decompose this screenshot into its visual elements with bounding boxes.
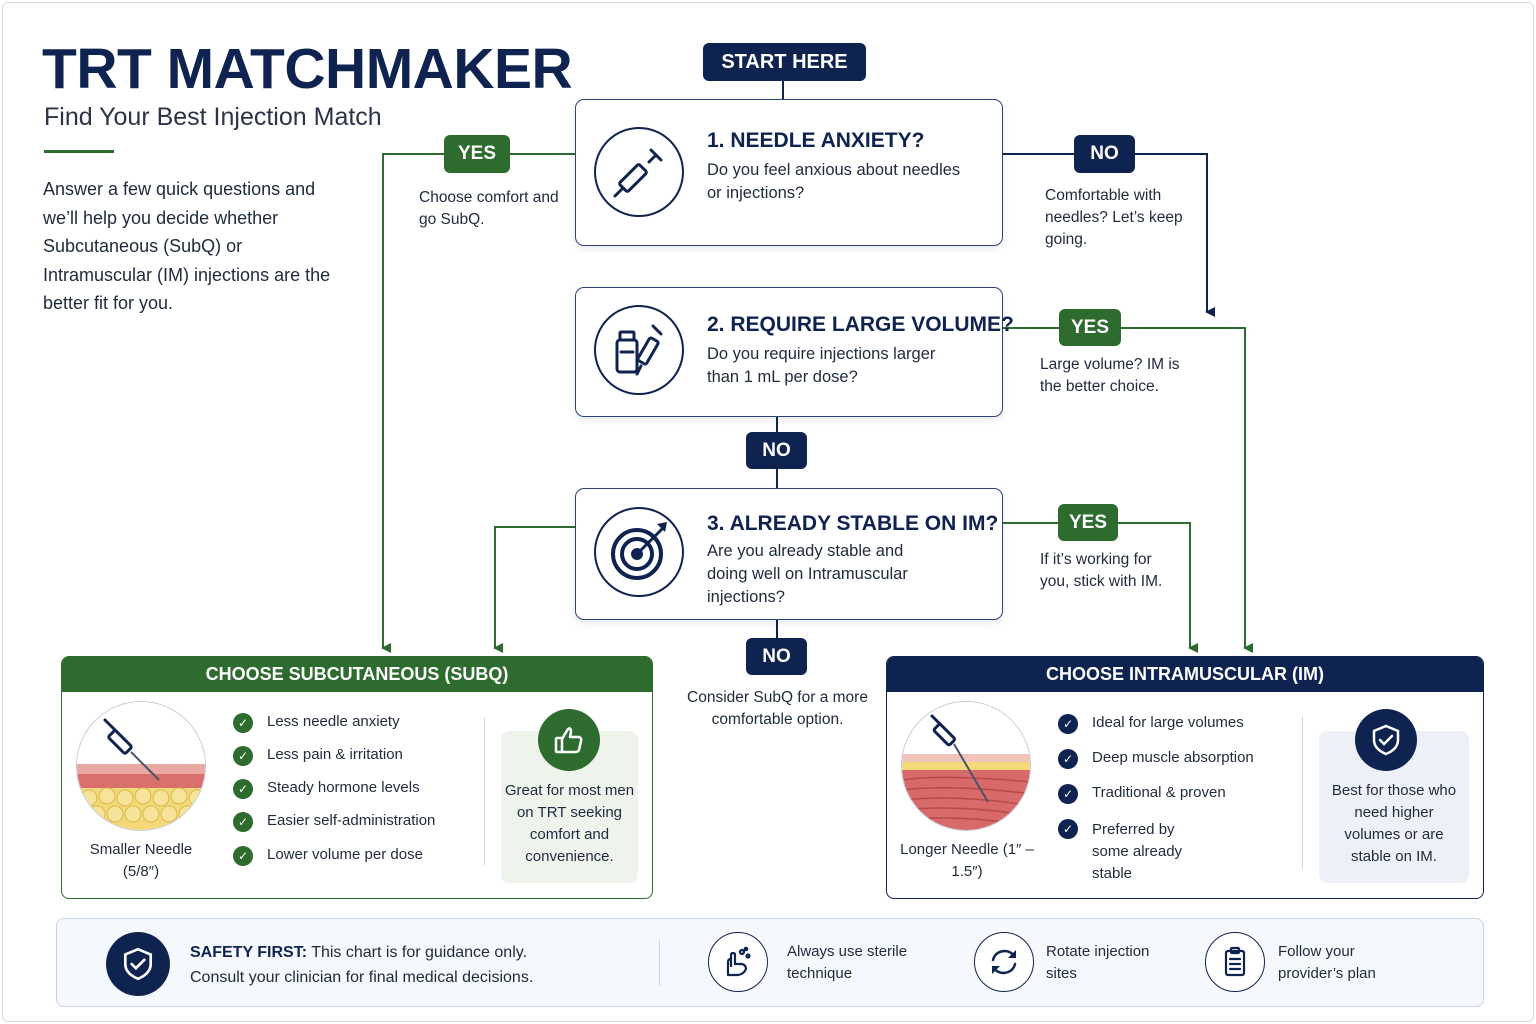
im-side-text: Best for those who need higher volumes o… bbox=[1331, 782, 1457, 865]
check-icon: ✓ bbox=[1058, 819, 1078, 839]
check-icon: ✓ bbox=[1058, 714, 1078, 734]
check-icon: ✓ bbox=[1058, 749, 1078, 769]
footer-divider bbox=[659, 940, 660, 986]
question-1-text: Do you feel anxious about needles or inj… bbox=[707, 161, 961, 202]
im-needle-caption: Longer Needle (1″ – 1.5″) bbox=[900, 841, 1034, 880]
safety-shield-icon bbox=[106, 932, 170, 996]
q1-no-note: Comfortable with needles? Let’s keep goi… bbox=[1045, 187, 1183, 248]
q3-no-note: Consider SubQ for a more comfortable opt… bbox=[687, 689, 868, 728]
subq-heading: CHOOSE SUBCUTANEOUS (SUBQ) bbox=[62, 657, 652, 692]
check-icon: ✓ bbox=[233, 746, 253, 766]
thumbs-up-icon bbox=[538, 709, 600, 771]
im-divider bbox=[1302, 717, 1303, 869]
q1-yes-note: Choose comfort and go SubQ. bbox=[419, 189, 559, 228]
subq-benefit-text: Lower volume per dose bbox=[267, 846, 423, 863]
subq-side-text: Great for most men on TRT seeking comfor… bbox=[504, 782, 635, 865]
tip-plan-text: Follow your provider’s plan bbox=[1278, 943, 1376, 982]
question-3-card: 3. ALREADY STABLE ON IM? Are you already… bbox=[575, 488, 1003, 620]
im-benefit-text: Preferred by some already stable bbox=[1092, 821, 1183, 882]
question-2-text: Do you require injections larger than 1 … bbox=[707, 345, 936, 386]
subq-skin-illustration bbox=[76, 701, 206, 831]
intro-text: Answer a few quick questions and we’ll h… bbox=[43, 179, 331, 313]
im-heading: CHOOSE INTRAMUSCULAR (IM) bbox=[887, 657, 1483, 692]
im-benefit-item: ✓ Traditional & proven bbox=[1058, 784, 1258, 819]
subq-benefit-text: Steady hormone levels bbox=[267, 779, 420, 796]
q1-yes-badge: YES bbox=[444, 135, 510, 173]
question-2-title: 2. REQUIRE LARGE VOLUME? bbox=[707, 313, 1014, 336]
subq-needle-caption: Smaller Needle (5/8″) bbox=[89, 841, 193, 880]
hand-wash-icon bbox=[708, 932, 768, 992]
subq-benefit-item: ✓ Steady hormone levels bbox=[233, 779, 435, 812]
vial-syringe-icon bbox=[594, 305, 684, 395]
subq-divider bbox=[484, 717, 485, 865]
q2-yes-badge: YES bbox=[1059, 309, 1121, 346]
im-benefit-text: Ideal for large volumes bbox=[1092, 714, 1244, 731]
tip-sterile-text: Always use sterile technique bbox=[787, 943, 908, 982]
clipboard-icon bbox=[1205, 932, 1265, 992]
im-benefit-list: ✓ Ideal for large volumes ✓ Deep muscle ab… bbox=[1058, 714, 1258, 885]
check-icon: ✓ bbox=[233, 812, 253, 832]
im-benefit-item: ✓ Preferred by some already stable bbox=[1058, 819, 1258, 885]
target-icon bbox=[594, 507, 684, 597]
im-muscle-illustration bbox=[901, 701, 1031, 831]
check-icon: ✓ bbox=[233, 846, 253, 866]
safety-footer: SAFETY FIRST: This chart is for guidance… bbox=[56, 918, 1484, 1007]
syringe-icon bbox=[594, 127, 684, 217]
title-divider bbox=[44, 150, 114, 153]
subq-benefit-item: ✓ Less needle anxiety bbox=[233, 713, 435, 746]
im-benefit-item: ✓ Ideal for large volumes bbox=[1058, 714, 1258, 749]
safety-label: SAFETY FIRST: bbox=[190, 944, 308, 961]
q1-no-badge: NO bbox=[1074, 135, 1135, 173]
q3-yes-note: If it’s working for you, stick with IM. bbox=[1040, 551, 1163, 590]
subq-benefit-text: Less needle anxiety bbox=[267, 713, 400, 730]
subq-benefit-item: ✓ Lower volume per dose bbox=[233, 846, 435, 879]
subq-benefit-list: ✓ Less needle anxiety ✓ Less pain & irrita… bbox=[233, 713, 435, 879]
im-benefit-text: Traditional & proven bbox=[1092, 784, 1226, 801]
question-1-title: 1. NEEDLE ANXIETY? bbox=[707, 129, 925, 152]
q2-yes-note: Large volume? IM is the better choice. bbox=[1040, 356, 1180, 395]
subq-benefit-text: Less pain & irritation bbox=[267, 746, 403, 763]
q3-no-badge: NO bbox=[746, 638, 807, 675]
subq-result-card: CHOOSE SUBCUTANEOUS (SUBQ) Smaller Needl… bbox=[61, 656, 653, 899]
rotate-arrows-icon bbox=[974, 932, 1034, 992]
safety-note: This chart is for guidance only. bbox=[307, 944, 528, 961]
shield-check-icon bbox=[1355, 709, 1417, 771]
tip-rotate-text: Rotate injection sites bbox=[1046, 943, 1150, 982]
subq-benefit-text: Easier self-administration bbox=[267, 812, 436, 829]
question-3-text: Are you already stable and doing well on… bbox=[707, 542, 908, 606]
im-result-card: CHOOSE INTRAMUSCULAR (IM) Longer Needle … bbox=[886, 656, 1484, 899]
q2-no-badge: NO bbox=[746, 432, 807, 469]
question-3-title: 3. ALREADY STABLE ON IM? bbox=[707, 512, 999, 535]
safety-text: SAFETY FIRST: This chart is for guidance… bbox=[190, 940, 610, 990]
page-subtitle: Find Your Best Injection Match bbox=[44, 103, 382, 131]
im-benefit-item: ✓ Deep muscle absorption bbox=[1058, 749, 1258, 784]
subq-benefit-item: ✓ Less pain & irritation bbox=[233, 746, 435, 779]
q3-yes-badge: YES bbox=[1058, 504, 1118, 541]
im-benefit-text: Deep muscle absorption bbox=[1092, 749, 1254, 766]
subq-benefit-item: ✓ Easier self-administration bbox=[233, 812, 435, 846]
question-2-card: 2. REQUIRE LARGE VOLUME? Do you require … bbox=[575, 287, 1014, 417]
check-icon: ✓ bbox=[233, 779, 253, 799]
start-here-badge: START HERE bbox=[703, 43, 866, 81]
safety-note-2: Consult your clinician for final medical… bbox=[190, 969, 534, 986]
check-icon: ✓ bbox=[1058, 784, 1078, 804]
question-1-card: 1. NEEDLE ANXIETY? Do you feel anxious a… bbox=[575, 99, 1003, 246]
check-icon: ✓ bbox=[233, 713, 253, 733]
page-title: TRT MATCHMAKER bbox=[42, 37, 573, 101]
